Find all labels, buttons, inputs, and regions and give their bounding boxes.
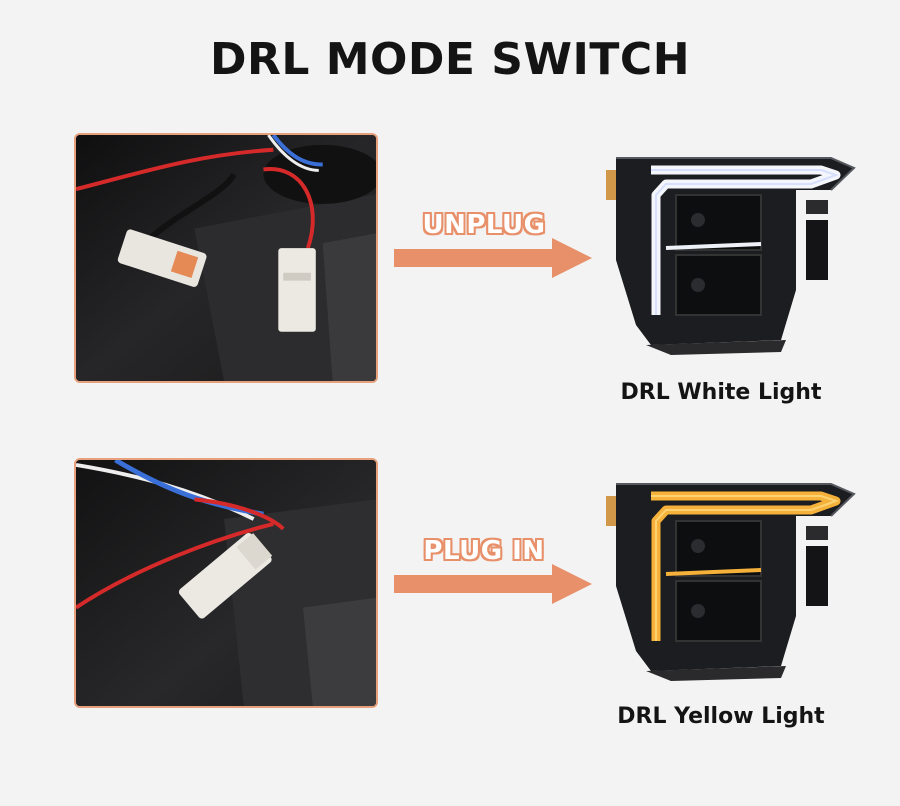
arrow-right-icon — [394, 238, 592, 278]
page-title: DRL MODE SWITCH — [209, 34, 691, 85]
headlight-white-drl — [596, 140, 858, 356]
arrow-right-icon — [394, 564, 592, 604]
yellow-light-caption: DRL Yellow Light — [617, 704, 825, 729]
white-light-caption: DRL White Light — [620, 380, 822, 405]
plug-in-instruction: PLUG IN — [394, 536, 594, 626]
headlight-yellow-drl — [596, 466, 858, 682]
photo-connector-unplugged — [74, 133, 378, 383]
plug-in-label: PLUG IN — [423, 536, 545, 566]
photo-connector-plugged — [74, 458, 378, 708]
unplug-label: UNPLUG — [422, 210, 546, 240]
unplug-instruction: UNPLUG — [394, 210, 594, 300]
